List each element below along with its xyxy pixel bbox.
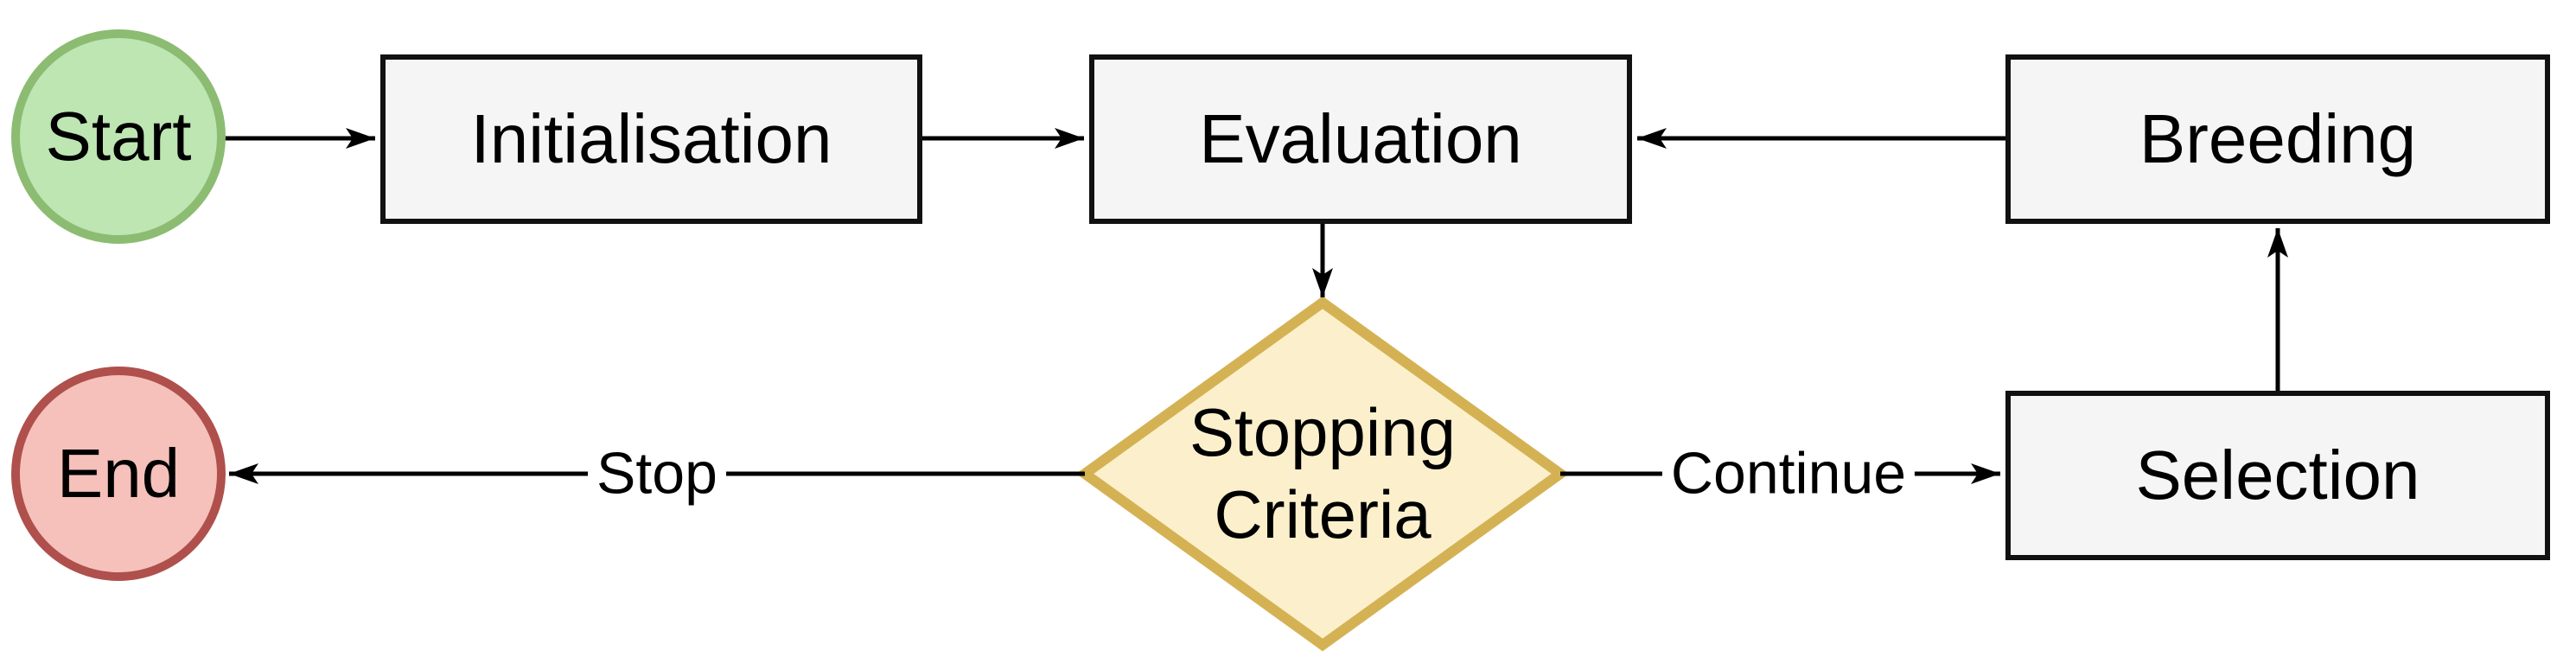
start-node-label: Start [45, 98, 192, 175]
breeding-node-label: Breeding [2139, 100, 2417, 177]
breeding-node: Breeding [2005, 54, 2550, 224]
stopping-criteria-label: Stopping Criteria [1189, 394, 1456, 552]
initialisation-node: Initialisation [380, 54, 922, 224]
evaluation-node-label: Evaluation [1199, 100, 1522, 177]
evaluation-node: Evaluation [1089, 54, 1632, 224]
selection-node-label: Selection [2135, 437, 2420, 513]
stop-edge-label: Stop [588, 439, 726, 508]
end-node: End [11, 367, 226, 581]
end-node-label: End [56, 435, 181, 512]
continue-edge-label: Continue [1661, 439, 1916, 508]
start-node: Start [11, 29, 226, 244]
stopping-criteria-diamond [1075, 296, 1570, 652]
initialisation-node-label: Initialisation [470, 100, 832, 177]
selection-node: Selection [2005, 391, 2550, 560]
